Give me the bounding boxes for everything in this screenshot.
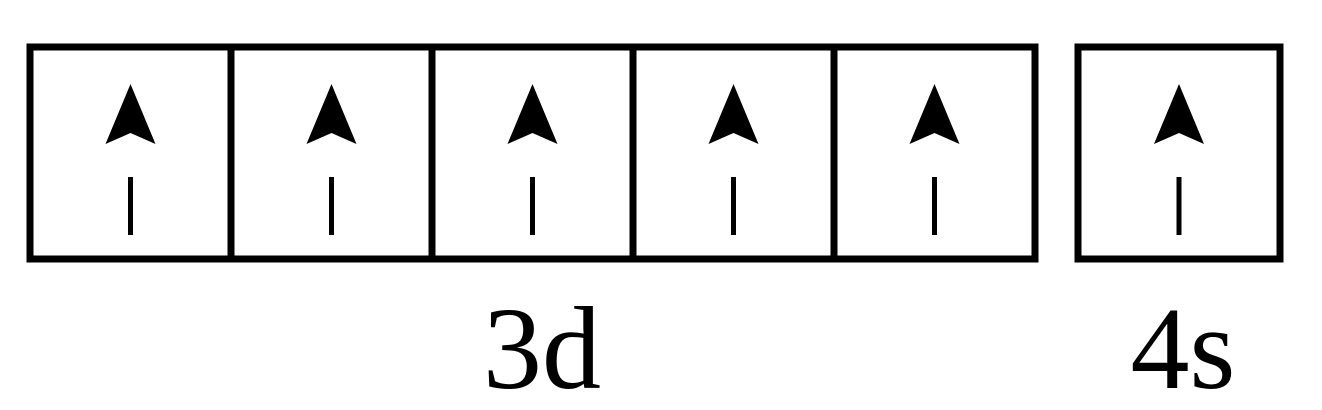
orbital-box bbox=[830, 43, 1039, 263]
arrow-head bbox=[306, 84, 357, 144]
orbital-boxes-4s bbox=[1074, 43, 1284, 263]
orbital-box bbox=[227, 43, 436, 263]
up-arrow-icon bbox=[909, 84, 960, 235]
arrow-head bbox=[105, 84, 156, 144]
arrow-head bbox=[1154, 84, 1204, 144]
arrow-head bbox=[507, 84, 558, 144]
orbital-boxes-3d bbox=[26, 43, 1039, 263]
up-arrow-icon bbox=[1154, 84, 1204, 235]
subshell-label-3d: 3d bbox=[483, 283, 601, 410]
up-arrow-icon bbox=[306, 84, 357, 235]
orbital-box bbox=[26, 43, 235, 263]
up-arrow-icon bbox=[105, 84, 156, 235]
orbital-box bbox=[629, 43, 838, 263]
arrow-head bbox=[708, 84, 759, 144]
subshell-label-4s: 4s bbox=[1131, 283, 1236, 410]
subshell-3d: 3d bbox=[26, 43, 1039, 410]
orbital-box bbox=[1074, 43, 1284, 263]
arrow-head bbox=[909, 84, 960, 144]
up-arrow-icon bbox=[708, 84, 759, 235]
up-arrow-icon bbox=[507, 84, 558, 235]
orbital-box bbox=[428, 43, 637, 263]
subshell-4s: 4s bbox=[1074, 43, 1284, 410]
